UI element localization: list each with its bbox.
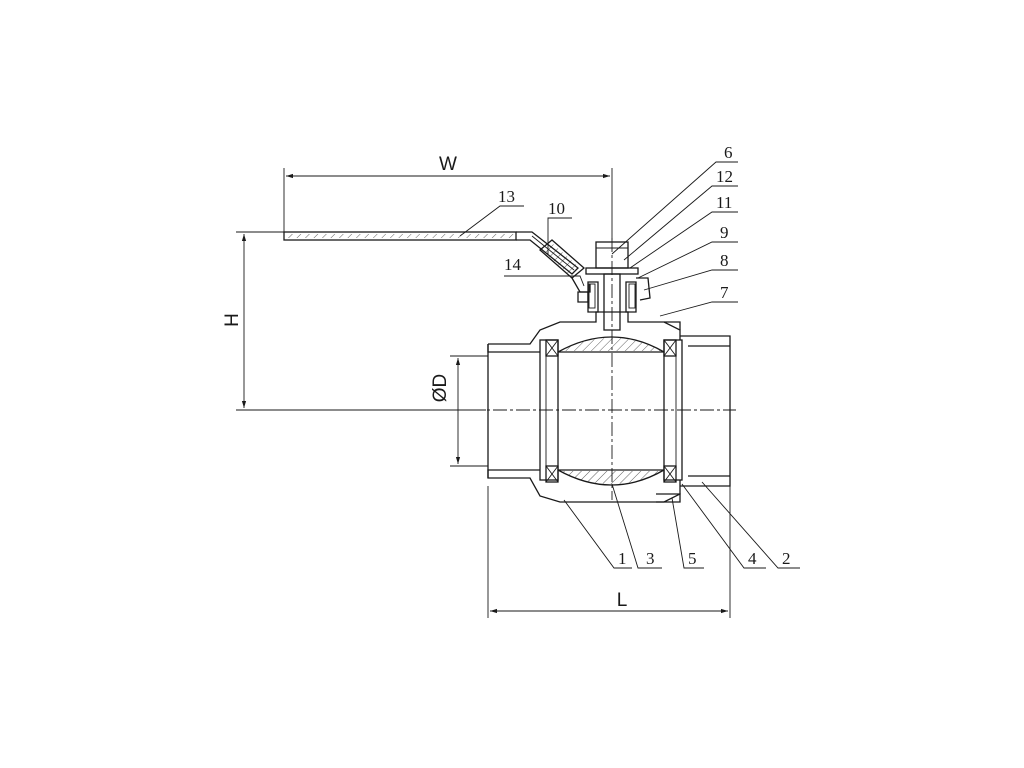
part-label-12: 12 bbox=[716, 167, 733, 186]
valve-body bbox=[487, 311, 681, 503]
part-label-11: 11 bbox=[716, 193, 732, 212]
end-cap bbox=[656, 321, 731, 503]
seats bbox=[545, 339, 677, 483]
dimension-h-label: H bbox=[222, 313, 243, 327]
part-label-8: 8 bbox=[720, 251, 729, 270]
part-label-7: 7 bbox=[720, 283, 729, 302]
part-label-2: 2 bbox=[782, 549, 791, 568]
part-label-10: 10 bbox=[548, 199, 565, 218]
part-label-14: 14 bbox=[504, 255, 522, 274]
part-labels: 6 12 11 9 8 7 13 10 14 1 3 5 4 2 bbox=[498, 143, 791, 568]
dimension-w: W bbox=[283, 154, 613, 240]
dimension-h: H bbox=[222, 231, 486, 411]
ball bbox=[557, 336, 665, 486]
center-lines bbox=[470, 238, 736, 500]
dimension-d: ØD bbox=[430, 355, 488, 467]
gland bbox=[577, 277, 651, 313]
dimension-w-label: W bbox=[439, 154, 457, 175]
leader-lines bbox=[459, 161, 800, 569]
handle bbox=[283, 231, 579, 275]
dimension-l-label: L bbox=[617, 590, 628, 611]
part-label-3: 3 bbox=[646, 549, 655, 568]
dimension-l: L bbox=[487, 486, 731, 618]
handle-sleeve bbox=[538, 239, 591, 293]
part-label-6: 6 bbox=[724, 143, 733, 162]
part-label-13: 13 bbox=[498, 187, 515, 206]
stem-top bbox=[585, 241, 639, 331]
part-label-5: 5 bbox=[688, 549, 697, 568]
part-label-4: 4 bbox=[748, 549, 757, 568]
part-label-9: 9 bbox=[720, 223, 729, 242]
dimension-d-label: ØD bbox=[430, 374, 451, 403]
part-label-1: 1 bbox=[618, 549, 627, 568]
